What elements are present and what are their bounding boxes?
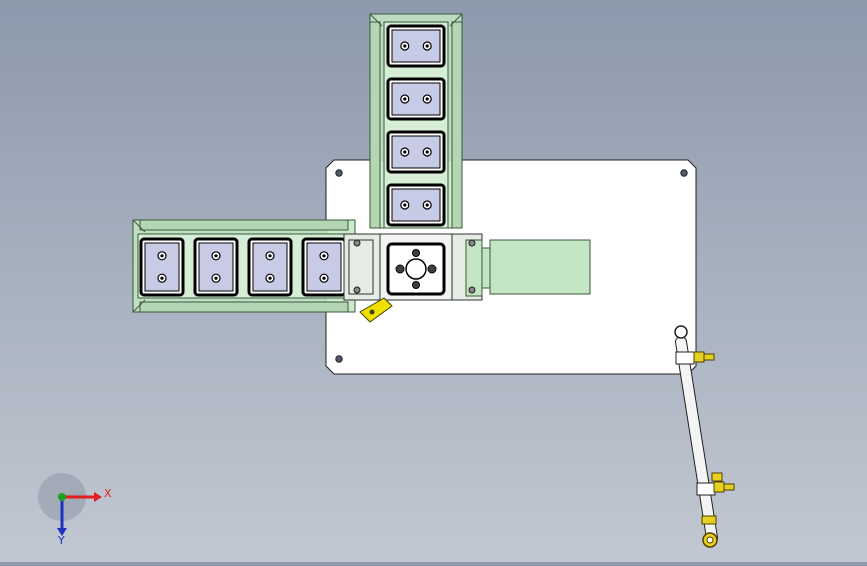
product-pad[interactable] (301, 237, 347, 297)
x-axis-label: X (104, 487, 112, 500)
product-pad[interactable] (193, 237, 239, 297)
product-pad[interactable] (386, 130, 446, 174)
sensor-bracket[interactable] (359, 297, 393, 323)
bracket-screw (369, 309, 375, 315)
nest-center-hole (405, 258, 427, 280)
mount-hole-top-right (680, 169, 688, 177)
coordinate-triad-icon: X Y (38, 473, 112, 547)
horizontal-pad-group (139, 237, 347, 297)
product-pad[interactable] (139, 237, 185, 297)
cylinder-end-cap (675, 351, 695, 365)
product-pad[interactable] (386, 24, 446, 68)
product-pad[interactable] (386, 183, 446, 227)
station-screw (468, 239, 476, 247)
vertical-pad-group (386, 24, 446, 227)
station-screw (353, 239, 361, 247)
clevis-top (674, 325, 688, 339)
horizontal-conveyor[interactable] (132, 219, 356, 313)
mount-hole-bottom-left (335, 355, 343, 363)
cylinder-block[interactable] (481, 239, 591, 295)
product-pad[interactable] (386, 77, 446, 121)
cylinder-end-cap (696, 482, 716, 496)
pneumatic-cylinder[interactable] (674, 325, 735, 548)
product-pad[interactable] (247, 237, 293, 297)
transfer-station[interactable] (343, 233, 483, 301)
air-fitting[interactable] (711, 472, 735, 493)
triad-origin (58, 493, 66, 501)
station-screw (468, 286, 476, 294)
mount-hole-top-left (335, 169, 343, 177)
rod-nut (701, 515, 717, 525)
station-screw (353, 286, 361, 294)
vertical-conveyor[interactable] (369, 13, 463, 229)
air-fitting[interactable] (693, 351, 715, 363)
y-axis-label: Y (57, 534, 65, 547)
